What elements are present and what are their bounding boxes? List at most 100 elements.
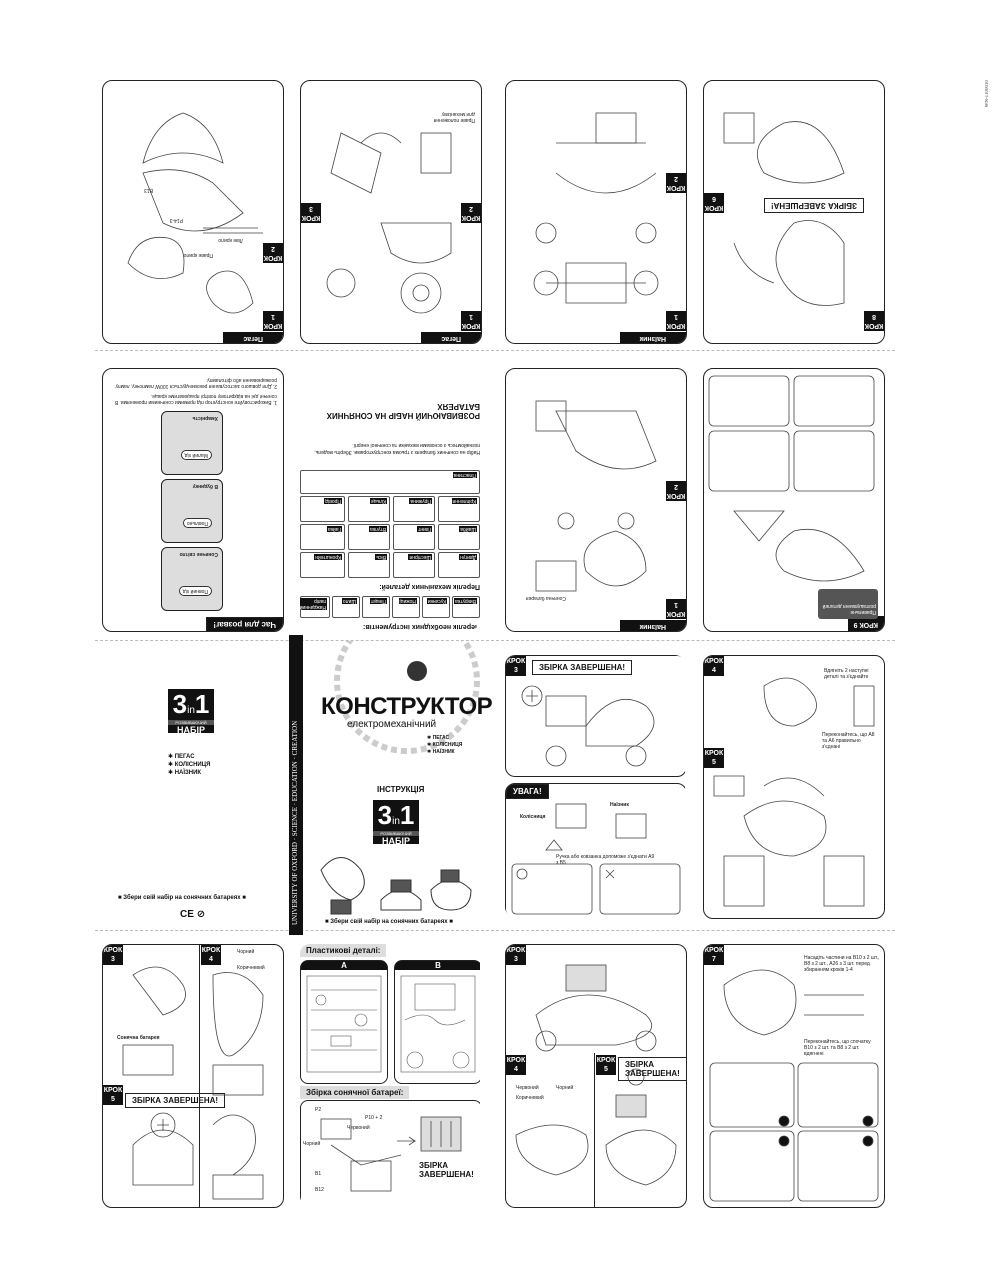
- wire-label: Червоний: [347, 1125, 370, 1131]
- sprue-sheet-b: B: [394, 960, 480, 1084]
- page-1: Перелік необхідних інструментів: Викрутк…: [300, 368, 480, 630]
- sprue-a-diagram: [306, 975, 382, 1073]
- wire-label: Чорний: [237, 949, 255, 955]
- part-label: B1: [315, 1171, 322, 1177]
- plastic-parts-title: Пластикові деталі:: [300, 944, 387, 957]
- page-3: Пегас КРОК 1 КРОК 2 КРОК 3 Праве положен…: [300, 80, 482, 344]
- step-badge: КРОК 4: [506, 1055, 526, 1075]
- pegasus-final-diagram: [122, 966, 264, 1200]
- tool-cell: Пінцет: [362, 596, 390, 618]
- wire-label: Чорний: [556, 1085, 574, 1091]
- model-label: Наїзник: [610, 802, 629, 808]
- solar-assembly-title: Збірка сонячної батареї:: [300, 1086, 410, 1099]
- wire-label: Коричневий: [516, 1095, 544, 1101]
- part-label: P14-3: [169, 217, 183, 223]
- chariot-final-diagram: [515, 964, 677, 1186]
- complete-banner: ЗБІРКА ЗАВЕРШЕНА!: [125, 1093, 226, 1108]
- slogan: ■ Збери свій набір на сонячних батареях …: [325, 919, 453, 925]
- crest-watermark: [334, 641, 480, 754]
- pegasus-wing-diagram: [127, 112, 263, 314]
- fold-line: [95, 640, 895, 641]
- warning-banner: УВАГА!: [506, 784, 549, 799]
- instruction-note: Переконайтесь, що спочатку B10 з 2 шт. т…: [804, 1039, 871, 1057]
- intro-text: Набір на сонячних батареях з трьома конс…: [314, 442, 480, 455]
- page-9: КРОК 3 КРОК 4 КРОК 5 ЗБІРКА ЗАВЕРШЕНА! Ч…: [505, 944, 687, 1208]
- instruction-note: Переконайтесь, що A8 та A6 правильно з'є…: [822, 732, 875, 750]
- kit-items: ✱ ПЕГАС ✱ КОЛІСНИЦЯ ✱ НАЇЗНИК: [427, 735, 463, 755]
- part-cell: Вісь: [348, 552, 390, 578]
- badge-3in1: 3in1 РОЗВИВАЮЧИЙ НАБІР: [168, 689, 214, 735]
- step-badge: КРОК 5: [704, 748, 724, 768]
- solar-assembly-box: P2 P10 + 2 Червоний Чорний B1 B12 ЗБІРКА…: [300, 1100, 480, 1206]
- divider: [594, 1053, 595, 1207]
- instruction-note: Насадіть частини на B10 з 2 шт., B8 з 2 …: [804, 955, 880, 973]
- part-cell: Кріплення: [438, 496, 480, 522]
- part-cell: Гайка: [300, 524, 345, 550]
- weather-card: Хмарність Малий хід: [161, 411, 223, 475]
- part-cell: Кронштейн: [300, 552, 345, 578]
- part-label: Сонячна батарея: [117, 1035, 160, 1041]
- parts-title: Перелік механічних деталей:: [379, 583, 480, 590]
- part-cell: Шестірня: [393, 552, 435, 578]
- page-6: КРОК 7 Насадіть частини на B10 з 2 шт., …: [703, 944, 885, 1208]
- card-caption: Сонячне світло: [179, 551, 219, 557]
- part-label: P2: [315, 1107, 322, 1113]
- chassis-diagram: [533, 112, 659, 304]
- model-label: Колісниця: [520, 814, 546, 820]
- page-14: Час для розваг! Сонячне світло Повний хі…: [102, 368, 284, 632]
- part-cell: Шайба: [438, 524, 480, 550]
- instruction-note: Вдягніть 2 наступні деталі та з'єднайте: [824, 668, 869, 680]
- weather-card: В будинку Повільно: [161, 479, 223, 543]
- warning-box: УВАГА! Колісниця Наїзник Ручка або ковза…: [505, 783, 685, 917]
- no-small-parts-icon: ⊘: [196, 909, 206, 920]
- card-caption: Хмарність: [192, 415, 218, 421]
- step-badge: КРОК 5: [103, 1085, 123, 1105]
- back-cover: 3in1 РОЗВИВАЮЧИЙ НАБІР ✱ ПЕГАС ✱ КОЛІСНИ…: [102, 655, 282, 920]
- solar-panel-diagram: [320, 1116, 462, 1192]
- oxford-brand: UNIVERSITY OF OXFORD · SCIENCE · EDUCATI…: [291, 720, 299, 925]
- wire-label: Коричневий: [237, 965, 265, 971]
- page-5: КРОК 9 Правильне розташування деталей 5: [703, 368, 885, 632]
- fun-banner: Час для розваг!: [206, 617, 283, 632]
- ce-mark: CE ⊘: [180, 909, 206, 920]
- step-badge: КРОК 4: [201, 945, 221, 965]
- tool-cell: Кусачки: [422, 596, 450, 618]
- complete-box: КРОК 3 ЗБІРКА ЗАВЕРШЕНА!: [505, 655, 685, 777]
- warning-diagram: [511, 803, 681, 915]
- tool-cell: Ножиці: [392, 596, 420, 618]
- part-label: Сонячна батарея: [525, 595, 566, 601]
- part-cell: Пластина: [300, 470, 480, 494]
- step-badge: КРОК 4: [704, 656, 724, 676]
- step-badge: КРОК 3: [506, 945, 526, 965]
- instruction-label: ІНСТРУКЦІЯ: [377, 785, 425, 794]
- fold-line: [95, 930, 895, 931]
- speech-bubble: Повний хід: [178, 586, 212, 596]
- speech-bubble: Малий хід: [180, 450, 212, 460]
- hint-text: Праве положення для механізму: [433, 111, 475, 123]
- part-cell: Двигун: [438, 552, 480, 578]
- front-cover: UNIVERSITY OF OXFORD · SCIENCE · EDUCATI…: [289, 635, 493, 935]
- kit-items: ✱ ПЕГАС ✱ КОЛІСНИЦЯ ✱ НАЇЗНИК: [168, 754, 211, 776]
- complete-banner: ЗБІРКА ЗАВЕРШЕНА!: [618, 1057, 686, 1081]
- part-label: B12: [315, 1187, 324, 1193]
- part-label: Праве крило: [183, 252, 213, 258]
- models-illustration: [320, 857, 472, 915]
- page-12: Пегас КРОК 1 КРОК 2 Ліве крило Праве кри…: [102, 80, 284, 344]
- pegasus-detail-diagram: [708, 375, 875, 582]
- page-8: Наїзник КРОК 1 КРОК 2 8: [505, 80, 687, 344]
- part-label: P10 + 2: [365, 1115, 383, 1121]
- parts-grid: Двигун Шестірня Вісь Кронштейн Шайба Гви…: [300, 468, 480, 578]
- part-label: Ліве крило: [218, 237, 243, 243]
- page-2: Пластикові деталі: A B Збірка сонячної б…: [300, 944, 480, 1206]
- page-7: КРОК 8 КРОК 6 ЗБІРКА ЗАВЕРШЕНА! 7: [703, 80, 885, 344]
- chariot-complete-diagram: [521, 685, 655, 767]
- sprue-b-diagram: [400, 975, 476, 1073]
- tool-cell: Наждачний папір: [300, 596, 330, 618]
- warning-note: Ручка або ковзанка допоможе з'єднати A9 …: [556, 854, 655, 866]
- product-subtitle: електромеханічний: [347, 719, 437, 730]
- gearbox-diagram: [326, 132, 452, 314]
- complete-banner: ЗБІРКА ЗАВЕРШЕНА!: [532, 660, 633, 675]
- body-assembly-diagram: [709, 969, 879, 1202]
- rider-assembly-diagram: [535, 400, 657, 592]
- fold-line: [95, 350, 895, 351]
